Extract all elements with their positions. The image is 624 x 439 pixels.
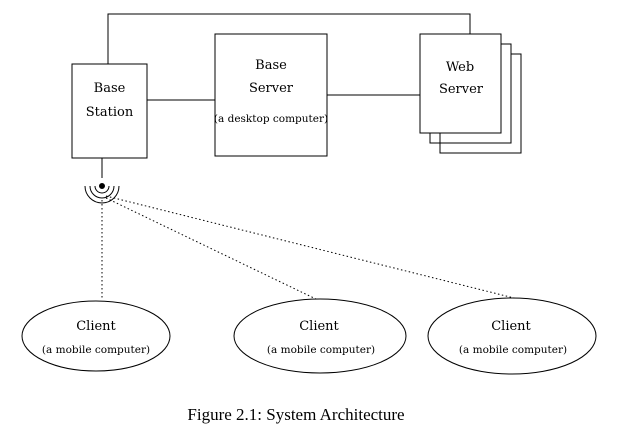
client-description-3: (a mobile computer)	[459, 344, 567, 356]
wireless-antenna-icon	[84, 183, 120, 204]
wireless-link-client-2	[105, 197, 319, 301]
base-station-label-line2: Station	[86, 105, 134, 120]
client-node-1: Client (a mobile computer)	[21, 300, 171, 372]
client-description-2: (a mobile computer)	[267, 344, 375, 356]
wired-connections	[101, 13, 471, 178]
base-server-label-line1: Base	[255, 58, 287, 73]
base-server-box	[214, 33, 328, 157]
client-node-2: Client (a mobile computer)	[233, 298, 407, 374]
figure-caption: Figure 2.1: System Architecture	[187, 405, 404, 424]
base-server-label-line2: Server	[249, 81, 294, 96]
web-server-node: Web Server	[419, 33, 522, 154]
client-ellipse-3	[427, 297, 597, 375]
base-station-label-line1: Base	[94, 81, 126, 96]
base-server-node: Base Server (a desktop computer)	[214, 33, 328, 157]
web-server-label-line1: Web	[446, 60, 474, 75]
wireless-link-client-3	[105, 195, 523, 301]
client-label-2: Client	[299, 319, 339, 334]
wireless-connections	[101, 195, 523, 301]
client-node-3: Client (a mobile computer)	[427, 297, 597, 375]
station-to-web-server-top-link	[107, 13, 471, 64]
client-ellipse-1	[21, 300, 171, 372]
base-station-box	[71, 63, 148, 159]
web-server-label-line2: Server	[439, 82, 484, 97]
web-server-box-front	[419, 33, 502, 134]
base-server-description: (a desktop computer)	[214, 113, 328, 125]
client-ellipse-2	[233, 298, 407, 374]
client-label-3: Client	[491, 319, 531, 334]
client-label-1: Client	[76, 319, 116, 334]
client-description-1: (a mobile computer)	[42, 344, 150, 356]
base-station-node: Base Station	[71, 63, 148, 159]
